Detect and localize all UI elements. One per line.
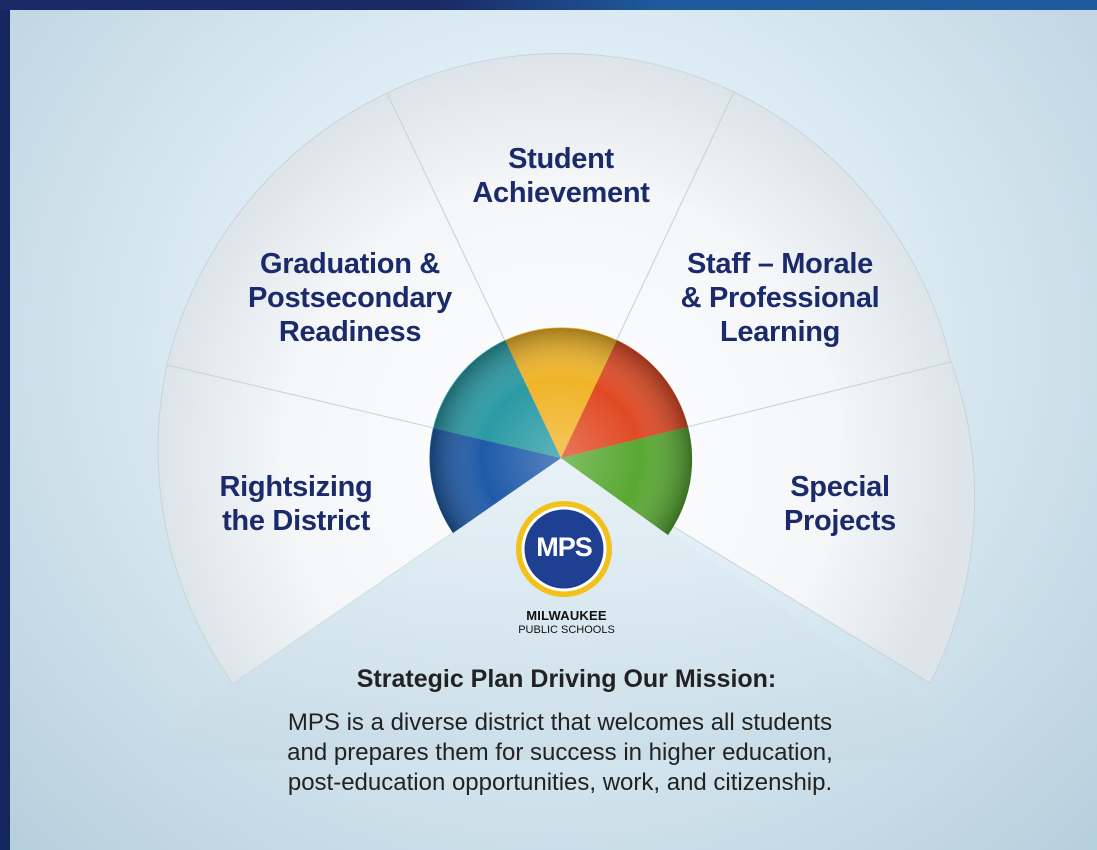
hub-shading [430,328,693,535]
label-line: Projects [783,505,897,537]
mps-logo-disc [521,506,607,592]
wedge-graduation [166,92,562,459]
top-band [0,0,1097,10]
mission-line: post-education opportunities, work, and … [287,769,833,796]
label-special-projects: Special Projects [760,470,920,538]
mission-wedge [120,458,1005,760]
label-line: Readiness [278,316,422,348]
label-graduation: Graduation & Postsecondary Readiness [240,247,460,349]
logo-name-line2: PUBLIC SCHOOLS [518,624,615,636]
mission-statement: MPS is a diverse district that welcomes … [0,708,1097,798]
wedge-staff [560,91,952,459]
label-line: Learning [719,316,841,348]
label-line: Achievement [472,177,650,209]
label-line: Special [790,471,890,503]
label-line: Graduation & [259,248,441,280]
label-line: the District [222,505,370,537]
label-staff-morale: Staff – Morale & Professional Learning [670,247,890,349]
wedge-student [386,52,735,460]
mission-line: MPS is a diverse district that welcomes … [287,709,833,736]
label-line: Staff – Morale [687,248,873,280]
label-line: & Professional [680,282,880,314]
label-line: Postsecondary [247,282,452,314]
label-line: Rightsizing [219,471,373,503]
label-line: Student [508,143,614,175]
label-student-achievement: Student Achievement [461,142,661,210]
label-rightsizing: Rightsizing the District [196,470,396,538]
mps-logo-abbr: MPS [536,532,593,562]
logo-name-line1: MILWAUKEE [526,608,607,623]
mission-heading: Strategic Plan Driving Our Mission: [356,665,777,693]
mission-line: and prepares them for success in higher … [287,739,833,766]
